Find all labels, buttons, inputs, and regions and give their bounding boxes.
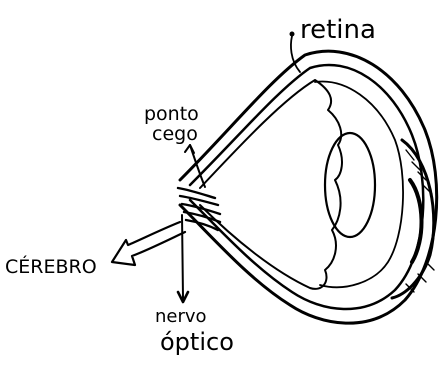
retina-label: retina bbox=[300, 15, 376, 45]
optic-nerve-label-line1: nervo bbox=[155, 306, 207, 327]
blind-spot-label-line2: cego bbox=[152, 123, 198, 145]
sclera bbox=[180, 51, 437, 323]
blind-spot-label-line1: ponto bbox=[144, 103, 199, 125]
lens bbox=[325, 133, 375, 237]
brain-arrow bbox=[112, 222, 185, 265]
brain-label-group: CÉREBRO bbox=[5, 222, 185, 278]
retina-pointer-dot bbox=[290, 32, 295, 37]
retina-label-group: retina bbox=[290, 15, 376, 72]
cornea bbox=[392, 140, 434, 298]
optic-nerve-label-line2: óptico bbox=[160, 328, 234, 356]
optic-nerve-label-group: nervo óptico bbox=[155, 215, 234, 356]
brain-label: CÉREBRO bbox=[5, 255, 97, 278]
blind-spot-label-group: ponto cego bbox=[144, 103, 205, 187]
